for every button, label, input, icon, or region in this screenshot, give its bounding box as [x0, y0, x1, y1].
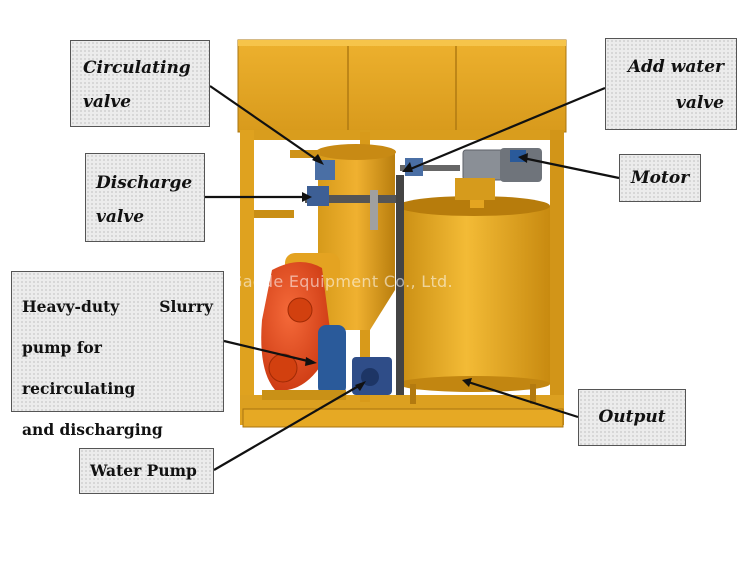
mixing-tank-front — [398, 170, 550, 404]
add-water-valve-label: Add water valve — [605, 38, 737, 130]
slurry-pump-label-word2: Slurry — [159, 297, 213, 316]
slurry-pump-label-word1: Heavy-duty — [22, 297, 120, 316]
discharge-valve-label: Discharge valve — [85, 153, 205, 242]
slurry-pump-label-line1: Heavy-duty Slurry — [22, 286, 213, 327]
water-pump-label: Water Pump — [79, 448, 214, 494]
motor-label: Motor — [619, 154, 701, 202]
discharge-valve-label-line1: Discharge — [96, 173, 193, 193]
leader-arrowheads — [302, 153, 528, 391]
leader-circulating-valve — [209, 85, 321, 163]
water-pump — [352, 357, 392, 395]
leader-motor — [522, 156, 620, 180]
slurry-pump — [261, 253, 346, 400]
slurry-pump-label-line3: and discharging — [22, 420, 163, 439]
circulating-valve-label-line2: valve — [83, 92, 132, 112]
add-water-valve-label-line2: valve — [675, 93, 724, 113]
leader-add-water-valve — [407, 86, 606, 172]
slurry-pump-label: Heavy-duty Slurry pump for recirculating… — [11, 271, 224, 439]
discharge-valve-label-line2: valve — [96, 207, 145, 227]
motor — [455, 148, 542, 200]
leader-water-pump — [213, 383, 363, 471]
watermark: Gaode Equipment Co., Ltd. — [230, 272, 453, 291]
leader-output — [467, 380, 579, 419]
leader-lines — [205, 85, 620, 471]
output-label: Output — [578, 389, 686, 446]
slurry-pump-label-line2: pump for recirculating — [22, 338, 136, 398]
add-water-valve-label-line1: Add water — [627, 57, 724, 77]
circulating-valve-label: Circulating valve — [70, 40, 210, 127]
circulating-valve-label-line1: Circulating — [83, 58, 191, 78]
hopper — [237, 39, 567, 133]
leader-slurry-pump — [223, 339, 313, 364]
